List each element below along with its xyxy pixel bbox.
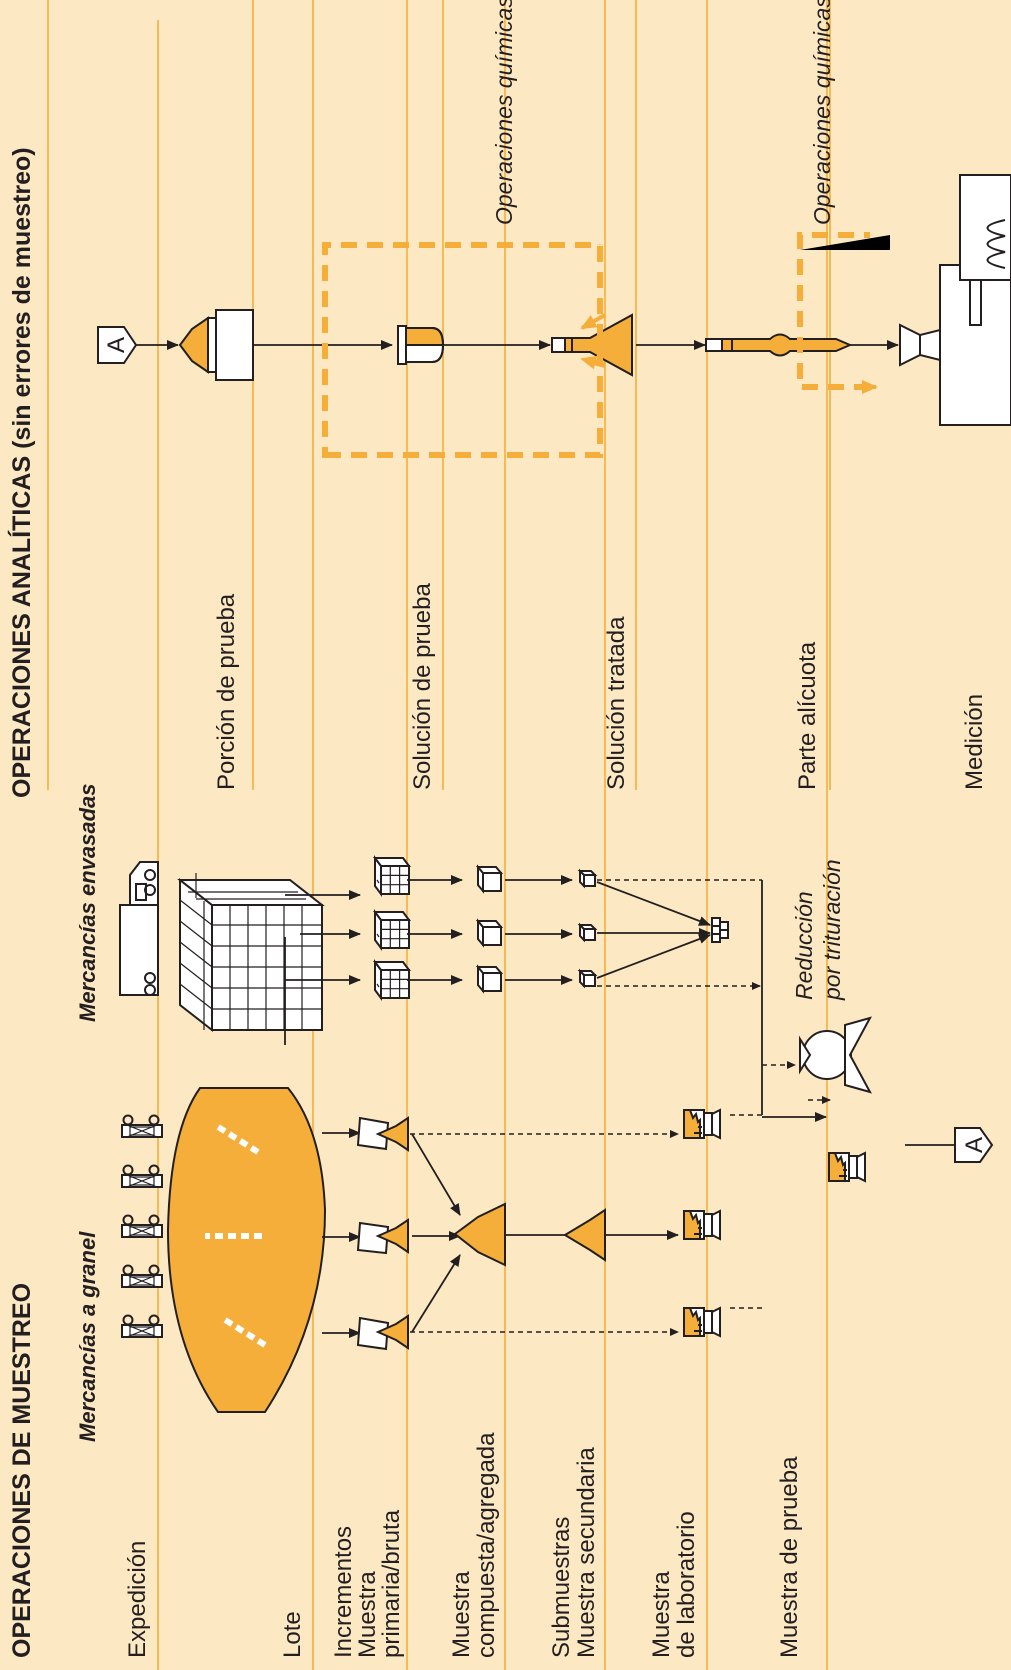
pipette-icon: [705, 333, 853, 357]
composite-pile-icon: [453, 1202, 506, 1267]
crusher-icon: [799, 1016, 873, 1094]
reduction-note: Reducción por trituración: [791, 859, 845, 1001]
secondary-package-cubes: [477, 866, 502, 992]
row-label-parte-alicuota: Parte alícuota: [794, 641, 821, 790]
svg-text:A: A: [961, 1137, 988, 1153]
analytical-title: OPERACIONES ANALÍTICAS (sin errores de m…: [7, 147, 36, 798]
increment-pile-icon: [375, 1314, 409, 1350]
chemical-ops-box-2: [797, 232, 870, 390]
svg-text:A: A: [103, 337, 130, 353]
primary-package-cubes: [374, 857, 410, 999]
test-portion-icon: [178, 309, 254, 381]
sampling-title: OPERACIONES DE MUESTREO: [8, 1283, 36, 1658]
row-label-solucion-tratada: Solución tratada: [603, 616, 630, 790]
row-label-solucion-prueba: Solución de prueba: [409, 583, 436, 790]
test-sample-jar-icon: [828, 1152, 866, 1182]
analytical-operations-panel: OPERACIONES ANALÍTICAS (sin errores de m…: [7, 0, 1011, 798]
chemical-ops-box-1: [322, 242, 603, 458]
row-label-muestra-prueba: Muestra de prueba: [776, 1456, 803, 1658]
row-label-muestra-compuesta: Muestra compuesta/agregada: [448, 1432, 500, 1658]
row-label-medicion: Medición: [961, 694, 988, 790]
row-label-muestra-laboratorio: Muestra de laboratorio: [648, 1511, 700, 1658]
chemical-ops-label-1: Operaciones químicas: [491, 0, 517, 225]
test-solution-beaker-icon: [397, 325, 445, 365]
packaged-lot-cube-icon: [177, 873, 325, 1033]
scoop-icon: [356, 1221, 390, 1255]
sub-package-cubes: [579, 870, 596, 987]
lab-sample-jar-icon: [683, 1307, 721, 1337]
chemical-ops-label-2: Operaciones químicas: [809, 0, 835, 225]
bulk-goods-header: Mercancías a granel: [75, 1231, 100, 1442]
connector-a-right: A: [97, 326, 138, 364]
scoop-icon: [356, 1316, 390, 1351]
row-label-expedicion: Expedición: [124, 1541, 151, 1658]
row-label-porcion: Porción de prueba: [213, 593, 240, 790]
row-label-lote: Lote: [279, 1611, 306, 1658]
packaged-goods-header: Mercancías envasadas: [75, 784, 100, 1023]
lab-package-cubes: [711, 917, 729, 943]
packaged-truck-icon: [119, 861, 159, 996]
connector-a-left: A: [954, 1127, 994, 1163]
increments-group: [322, 1116, 409, 1351]
lab-sample-jar-icon: [683, 1109, 721, 1139]
volumetric-flask-icon: [551, 313, 633, 377]
bulk-wagons-icon: [121, 1114, 163, 1338]
measurement-instrument-icon: [899, 174, 1011, 426]
bulk-lot-pile-icon: [166, 1087, 327, 1413]
secondary-pile-icon: [563, 1208, 606, 1262]
sampling-operations-panel: OPERACIONES DE MUESTREO Mercancías a gra…: [8, 0, 994, 1670]
increment-pile-icon: [375, 1218, 409, 1254]
row-label-incrementos: Incrementos Muestra primaria/bruta: [330, 1509, 405, 1658]
scoop-icon: [356, 1116, 390, 1151]
increment-pile-icon: [375, 1116, 409, 1152]
lab-sample-jar-icon: [683, 1210, 721, 1240]
row-label-submuestras: Submuestras Muestra secundaria: [548, 1447, 600, 1658]
